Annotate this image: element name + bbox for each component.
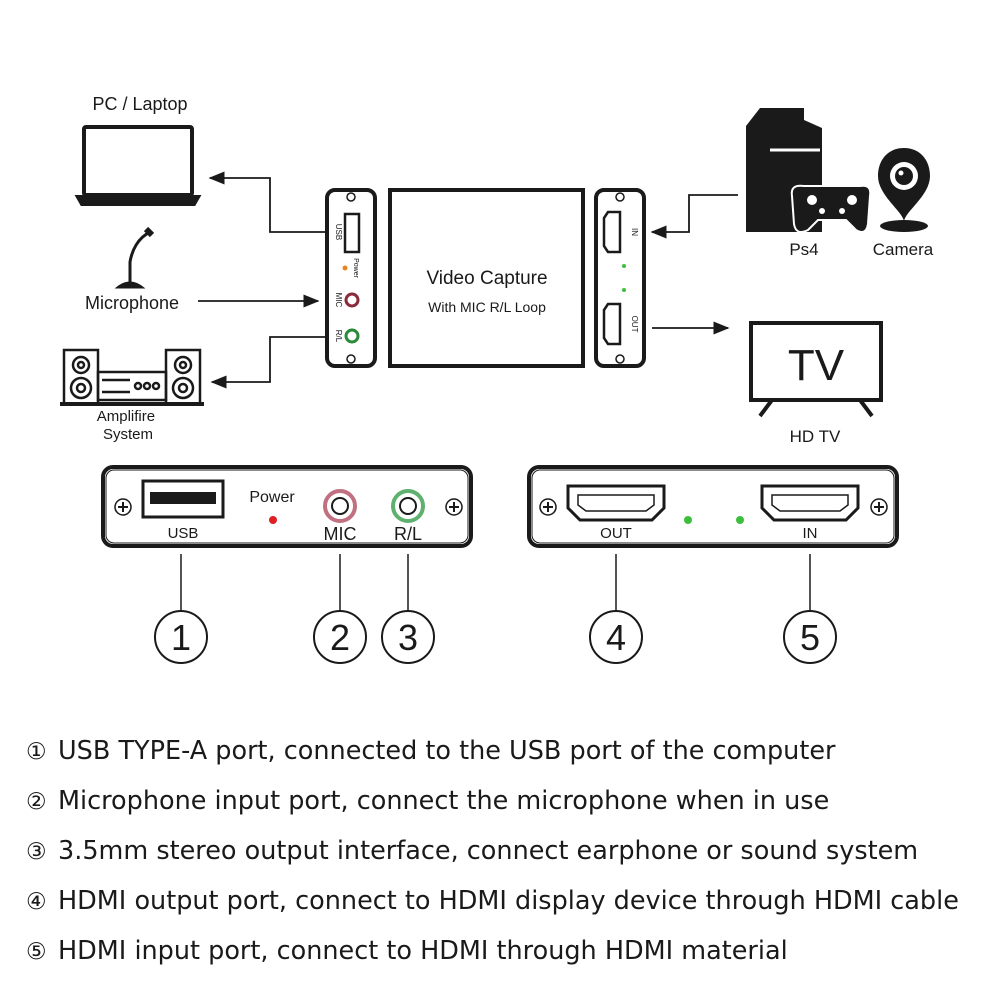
microphone-icon bbox=[114, 226, 155, 289]
left-connection-arrows bbox=[198, 171, 326, 389]
legend-number: ④ bbox=[26, 889, 47, 915]
side-status-led-2 bbox=[622, 288, 626, 292]
legend-item-5: ⑤ HDMI input port, connect to HDMI throug… bbox=[26, 926, 986, 976]
callout-5: 5 bbox=[783, 610, 837, 664]
back-out-label: OUT bbox=[600, 525, 632, 542]
side-power-led bbox=[342, 265, 348, 271]
side-hdmi-in-port bbox=[602, 210, 622, 254]
legend-number: ① bbox=[26, 739, 47, 765]
back-panel: OUT IN bbox=[527, 465, 899, 548]
legend-item-1: ① USB TYPE-A port, connected to the USB p… bbox=[26, 726, 986, 776]
legend-text: USB TYPE-A port, connected to the USB po… bbox=[58, 736, 836, 766]
camera-icon bbox=[878, 148, 930, 232]
front-mic-label: MIC bbox=[324, 524, 357, 544]
ps4-label: Ps4 bbox=[789, 240, 818, 259]
microphone-label: Microphone bbox=[85, 293, 179, 313]
right-connection-arrows bbox=[650, 194, 738, 335]
port-legend: ① USB TYPE-A port, connected to the USB p… bbox=[26, 726, 986, 976]
tv-screen-text: TV bbox=[788, 341, 845, 390]
screw-icon bbox=[539, 498, 557, 516]
side-hdmi-out-port bbox=[602, 302, 622, 346]
amplifier-label-line2: System bbox=[103, 426, 153, 443]
usb-to-pc-arrow bbox=[208, 171, 326, 233]
callout-1: 1 bbox=[154, 610, 208, 664]
callout-lines bbox=[180, 554, 811, 611]
screw-icon bbox=[445, 498, 463, 516]
screw-icon bbox=[870, 498, 888, 516]
side-usb-label: USB bbox=[334, 224, 343, 240]
pc-laptop-label: PC / Laptop bbox=[92, 94, 187, 114]
camera-label: Camera bbox=[873, 240, 934, 259]
amplifier-label: Amplifire System bbox=[97, 408, 160, 443]
front-rl-label: R/L bbox=[394, 524, 422, 544]
hd-tv-label: HD TV bbox=[790, 427, 841, 446]
legend-text: 3.5mm stereo output interface, connect e… bbox=[58, 836, 919, 866]
connection-diagram: PC / Laptop Microphone Amplifire System bbox=[60, 94, 934, 664]
ps4-icon bbox=[746, 108, 872, 233]
callout-2: 2 bbox=[313, 610, 367, 664]
side-in-label: IN bbox=[630, 228, 639, 236]
sources-to-in-arrow bbox=[650, 194, 738, 239]
front-mic-jack bbox=[323, 489, 357, 523]
side-usb-port bbox=[343, 212, 361, 254]
screw-icon bbox=[114, 498, 132, 516]
front-usb-label: USB bbox=[168, 525, 199, 542]
back-status-led-2 bbox=[736, 516, 744, 524]
legend-number: ③ bbox=[26, 839, 47, 865]
callout-1-number: 1 bbox=[171, 617, 191, 658]
front-usb-port bbox=[141, 479, 225, 519]
back-hdmi-out-port bbox=[566, 484, 666, 522]
front-rl-jack bbox=[391, 489, 425, 523]
rl-to-amplifier-arrow bbox=[210, 336, 326, 389]
capture-box-main: Video Capture With MIC R/L Loop bbox=[388, 188, 585, 368]
amplifier-icon bbox=[60, 348, 204, 406]
front-power-led bbox=[269, 516, 277, 524]
legend-text: Microphone input port, connect the micro… bbox=[58, 786, 830, 816]
legend-text: HDMI input port, connect to HDMI through… bbox=[58, 936, 788, 966]
capture-left-panel: USB Power MIC R/L bbox=[325, 188, 377, 368]
legend-number: ⑤ bbox=[26, 939, 47, 965]
callout-2-number: 2 bbox=[330, 617, 350, 658]
amplifier-label-line1: Amplifire bbox=[97, 408, 155, 425]
side-rl-jack bbox=[344, 328, 360, 344]
side-mic-label: MIC bbox=[334, 293, 343, 308]
callout-5-number: 5 bbox=[800, 617, 820, 658]
side-status-led-1 bbox=[622, 264, 626, 268]
side-power-label: Power bbox=[352, 258, 359, 279]
legend-text: HDMI output port, connect to HDMI displa… bbox=[58, 886, 959, 916]
side-mic-jack bbox=[344, 292, 360, 308]
callout-4-number: 4 bbox=[606, 617, 626, 658]
side-rl-label: R/L bbox=[334, 330, 343, 343]
tv-icon bbox=[749, 321, 883, 418]
legend-item-2: ② Microphone input port, connect the micr… bbox=[26, 776, 986, 826]
callout-4: 4 bbox=[589, 610, 643, 664]
legend-item-4: ④ HDMI output port, connect to HDMI displ… bbox=[26, 876, 986, 926]
side-out-label: OUT bbox=[630, 316, 639, 333]
front-power-label: Power bbox=[249, 489, 295, 506]
back-in-label: IN bbox=[803, 525, 818, 542]
capture-box-subtitle: With MIC R/L Loop bbox=[428, 299, 546, 315]
legend-item-3: ③ 3.5mm stereo output interface, connect … bbox=[26, 826, 986, 876]
callout-3: 3 bbox=[381, 610, 435, 664]
legend-number: ② bbox=[26, 789, 47, 815]
front-panel: USB Power MIC R/L bbox=[101, 465, 473, 548]
capture-box-title: Video Capture bbox=[426, 268, 547, 289]
laptop-icon bbox=[74, 125, 202, 206]
capture-right-panel: IN OUT bbox=[594, 188, 646, 368]
back-status-led-1 bbox=[684, 516, 692, 524]
back-hdmi-in-port bbox=[760, 484, 860, 522]
callout-3-number: 3 bbox=[398, 617, 418, 658]
